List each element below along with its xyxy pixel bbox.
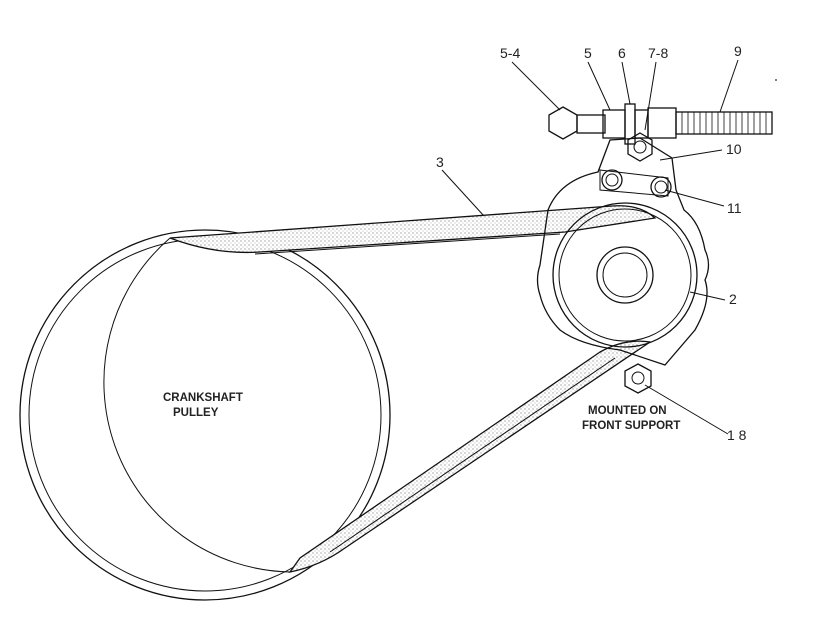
nut-5 <box>602 109 626 139</box>
callout-18: 1 8 <box>727 427 747 443</box>
rod-shank <box>576 114 606 134</box>
mount-caption-line1: MOUNTED ON <box>588 405 667 417</box>
callout-9: 9 <box>734 43 742 59</box>
drive-belt <box>103 205 657 573</box>
bracket-bolt-11-left <box>601 169 623 191</box>
callout-11: 11 <box>727 200 742 216</box>
speck <box>775 79 777 81</box>
callout-10: 10 <box>726 141 742 157</box>
bracket-bolt-11-right <box>650 176 672 198</box>
callout-7-8: 7-8 <box>648 45 668 61</box>
callout-5: 5 <box>584 45 592 61</box>
idler-pulley <box>552 202 698 348</box>
callout-3: 3 <box>436 154 444 170</box>
mounting-bolt-18 <box>624 363 652 394</box>
callout-6: 6 <box>618 45 626 61</box>
callout-5-4: 5-4 <box>500 45 520 61</box>
leader-lines <box>441 59 739 435</box>
mount-caption-line2: FRONT SUPPORT <box>582 420 680 432</box>
pivot-bolt-10 <box>627 132 653 162</box>
rod-threads <box>681 112 767 134</box>
crankshaft-caption-line2: PULLEY <box>173 407 219 419</box>
crankshaft-caption-line1: CRANKSHAFT <box>163 392 243 404</box>
tensioner-bracket <box>536 137 710 366</box>
adjusting-rod-assembly <box>548 103 773 145</box>
callout-2: 2 <box>729 291 737 307</box>
nut-7-8 <box>647 107 677 139</box>
eye-bolt-head <box>548 106 578 140</box>
